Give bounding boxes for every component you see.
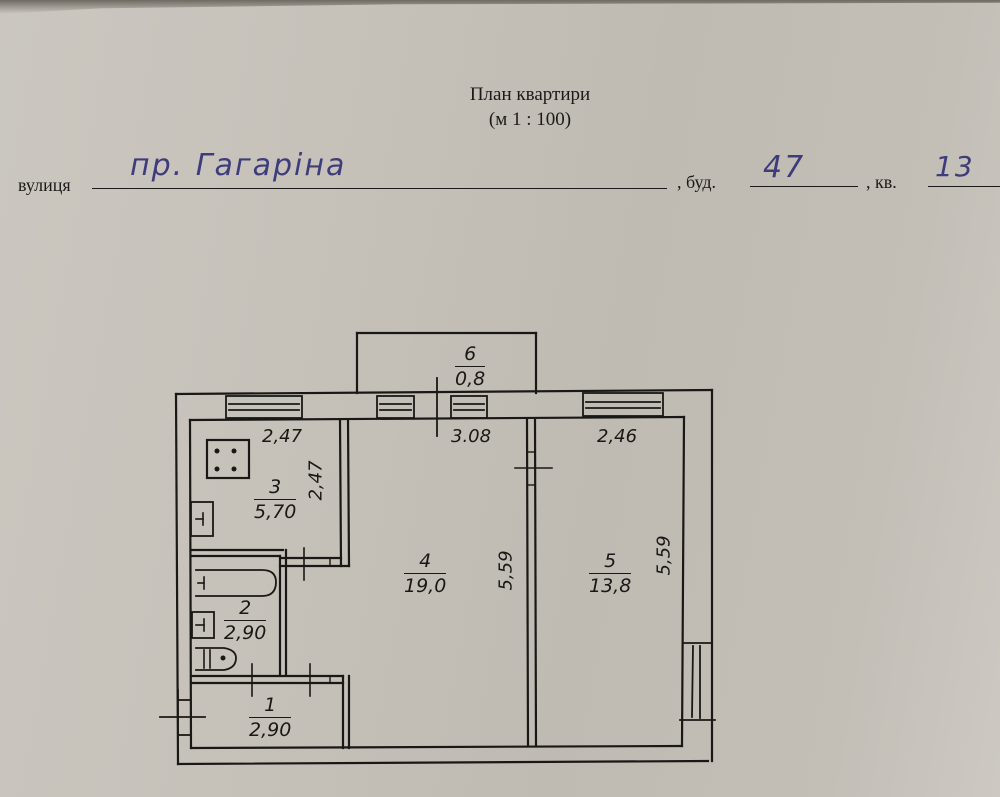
room-1-label: 1 2,90 xyxy=(249,694,292,741)
room-5-number: 5 xyxy=(589,550,632,574)
bedroom-length-dim: 5,59 xyxy=(653,535,675,576)
kitchen-width-dim: 2,47 xyxy=(262,426,303,447)
room-6-area: 0,8 xyxy=(455,368,486,390)
room-5-label: 5 13,8 xyxy=(589,550,632,597)
building-label: , буд. xyxy=(677,172,716,192)
room-6-label: 6 0,8 xyxy=(455,343,486,390)
street-underline xyxy=(92,188,667,189)
room-3-label: 3 5,70 xyxy=(254,476,297,523)
apartment-value: 13 xyxy=(935,150,975,183)
room-4-number: 4 xyxy=(404,550,447,574)
street-label: вулиця xyxy=(18,175,71,195)
room-4-label: 4 19,0 xyxy=(404,550,447,597)
room-2-area: 2,90 xyxy=(224,622,267,644)
right-window xyxy=(679,642,716,721)
top-windows xyxy=(225,377,664,437)
entrance-door xyxy=(159,689,206,749)
room-3-number: 3 xyxy=(254,476,297,500)
bedroom-width-dim: 2,46 xyxy=(597,426,638,447)
living-length-dim: 5,59 xyxy=(495,550,517,591)
plan-scale: (м 1 : 100) xyxy=(488,109,572,130)
apartment-underline xyxy=(928,186,1000,187)
room-2-label: 2 2,90 xyxy=(224,597,267,644)
kitchen-walls xyxy=(205,418,351,581)
room-4-area: 19,0 xyxy=(404,575,447,597)
apartment-label: , кв. xyxy=(866,172,897,192)
room-3-area: 5,70 xyxy=(254,501,297,523)
room-1-area: 2,90 xyxy=(249,719,292,741)
room-1-number: 1 xyxy=(249,694,292,718)
building-underline xyxy=(750,186,858,187)
plan-title: План квартири xyxy=(469,84,591,105)
room-5-area: 13,8 xyxy=(589,575,632,597)
plan-title-block: План квартири (м 1 : 100) xyxy=(420,82,640,132)
kitchen-length-dim: 2,47 xyxy=(305,460,327,501)
partition-living-bedroom xyxy=(514,418,553,748)
bathroom-walls xyxy=(189,548,351,750)
living-width-dim: 3.08 xyxy=(451,426,492,447)
building-value: 47 xyxy=(763,150,806,185)
room-6-number: 6 xyxy=(455,343,486,367)
room-2-number: 2 xyxy=(224,597,267,621)
balcony-outline xyxy=(355,331,538,395)
street-value: пр. Гагаріна xyxy=(130,148,347,183)
